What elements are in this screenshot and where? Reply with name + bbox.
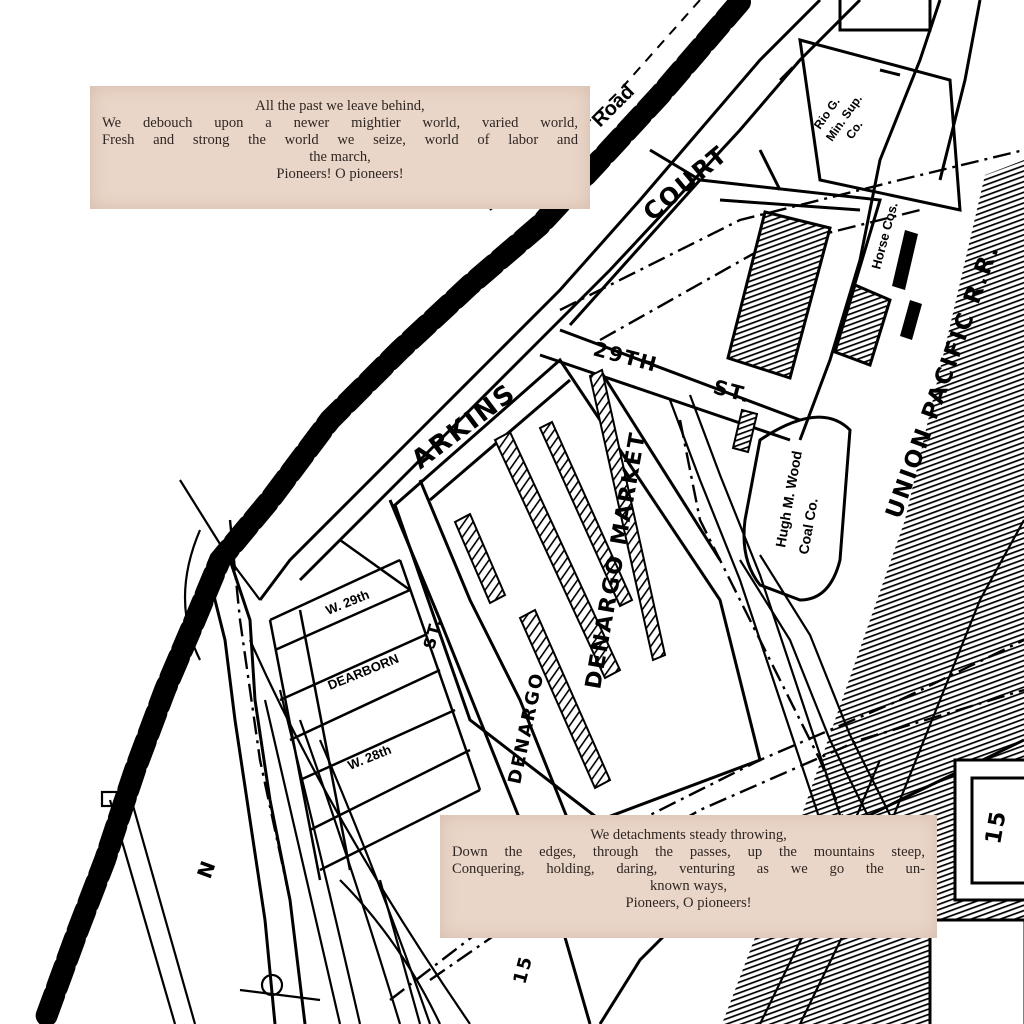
poem-line: Conquering, holding, daring, venturing a… (452, 861, 925, 877)
label-denargo: DENARGO (504, 670, 548, 786)
rail-tracks (248, 394, 1024, 1024)
poem-clipping-top: All the past we leave behind, We debouch… (90, 86, 590, 209)
poem-line: Down the edges, through the passes, up t… (452, 844, 925, 860)
poem-line: Pioneers, O pioneers! (625, 895, 752, 911)
label-st-29th: ST. (711, 375, 755, 408)
street-lines (208, 0, 1024, 1024)
label-num-15-right: 15 (981, 808, 1012, 846)
poem-line: Pioneers! O pioneers! (276, 166, 404, 182)
poem-clipping-bottom: We detachments steady throwing, Down the… (440, 815, 937, 938)
label-coal-co: Coal Co. (795, 497, 821, 556)
hatched-buildings (726, 210, 922, 454)
right-blocks (928, 758, 1024, 1024)
coal-company-lot (742, 415, 852, 602)
lower-left-details (100, 479, 441, 1024)
market-stalls (453, 368, 667, 790)
label-num-15-bottom: 15 (510, 953, 538, 987)
poem-line: Fresh and strong the world we seize, wor… (102, 132, 578, 148)
poem-line: All the past we leave behind, (255, 98, 425, 114)
label-n: N (192, 856, 221, 882)
label-w-28th: W. 28th (346, 742, 394, 773)
block-grid (268, 538, 482, 881)
poem-line: We debouch upon a newer mightier world, … (102, 115, 578, 131)
label-dearborn: DEARBORN (326, 651, 401, 693)
label-st-dearborn: ST. (420, 615, 447, 651)
poem-line: We detachments steady throwing, (590, 827, 787, 843)
label-horse: Horse Cos. (868, 201, 900, 271)
boundary-thin-dash (489, 0, 701, 211)
rail-yard-hatched (722, 160, 1024, 1024)
poem-line: known ways, (649, 878, 728, 894)
poem-line: the march, (309, 149, 371, 165)
